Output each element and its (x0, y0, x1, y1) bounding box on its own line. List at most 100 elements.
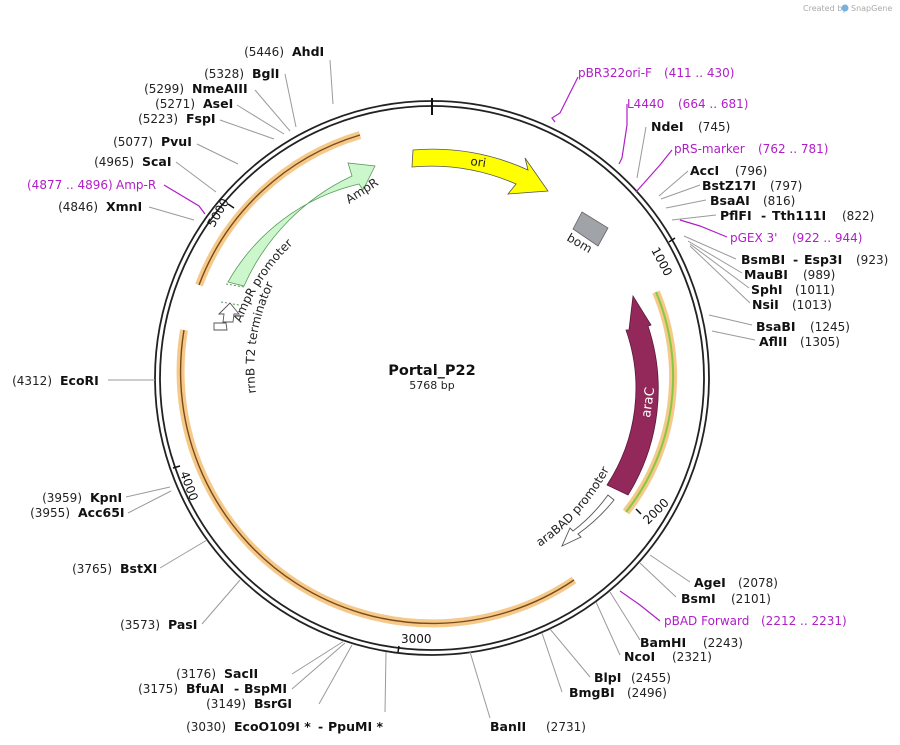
enzyme-name[interactable]: BsrGI (254, 696, 292, 711)
enzyme-name[interactable]: AhdI (292, 44, 324, 59)
credit-brand: SnapGene (851, 4, 892, 13)
enzyme-name[interactable]: NsiI (752, 297, 779, 312)
pleader-pRS-marker (635, 149, 673, 193)
primer-name[interactable]: pBR322ori-F (578, 66, 652, 80)
primer-name[interactable]: pRS-marker (674, 142, 745, 156)
primer-name[interactable]: pBAD Forward (664, 614, 749, 628)
enzyme-name[interactable]: BsaBI (756, 319, 796, 334)
enzyme-name[interactable]: FspI (186, 111, 216, 126)
ori-feature[interactable]: ori (411, 148, 549, 195)
enzyme-name-alt[interactable]: BspMI (244, 681, 287, 696)
enzyme-name[interactable]: EcoO109I * (234, 719, 311, 734)
tick-1000 (668, 237, 676, 243)
enzyme-name[interactable]: BsmBI (741, 252, 785, 267)
enzyme-name[interactable]: EcoRI (60, 373, 99, 388)
ampR-feature[interactable]: AmpR (220, 162, 381, 306)
pleader-L4440 (618, 104, 628, 165)
pleader-pGEX3 (679, 219, 728, 238)
enzyme-name[interactable]: AgeI (694, 575, 726, 590)
enzyme-pos: (822) (842, 209, 874, 223)
enzyme-name[interactable]: AccI (690, 163, 719, 178)
araC-orf-line (625, 291, 675, 513)
enzyme-name[interactable]: AflII (759, 334, 787, 349)
enzyme-name[interactable]: BlpI (594, 670, 621, 685)
leader-BfuAI (291, 642, 346, 690)
enzyme-pos: (1013) (792, 298, 832, 312)
araC-arrow[interactable] (606, 294, 659, 496)
snapgene-logo-icon (841, 4, 849, 12)
leader-AgeI (649, 554, 691, 583)
tick-5000 (227, 203, 235, 209)
primer-range: (411 .. 430) (664, 66, 734, 80)
enzyme-name-alt[interactable]: Esp3I (804, 252, 842, 267)
enzyme-name[interactable]: BamHI (640, 635, 686, 650)
enzyme-pos: (1305) (800, 335, 840, 349)
enzyme-name-alt[interactable]: PpuMI * (328, 719, 383, 734)
enzyme-name[interactable]: AseI (203, 96, 233, 111)
enzyme-pos: (797) (770, 179, 802, 193)
ampR-orf[interactable] (176, 131, 577, 628)
enzyme-pos: (5299) (144, 82, 184, 96)
araBAD-promoter-feature[interactable]: araBAD promoter (534, 464, 615, 549)
enzyme-name[interactable]: ScaI (142, 154, 172, 169)
primer-name[interactable]: Amp-R (116, 178, 156, 192)
enzyme-pos: (4312) (12, 374, 52, 388)
enzyme-sep: - (234, 681, 239, 696)
enzyme-name[interactable]: PvuI (161, 134, 192, 149)
enzyme-pos: (2455) (631, 671, 671, 685)
enzyme-name[interactable]: BsaAI (710, 193, 750, 208)
enzyme-name[interactable]: BstZ17I (702, 178, 756, 193)
primer-name[interactable]: pGEX 3' (730, 231, 777, 245)
araC-feature[interactable]: araC (606, 294, 659, 496)
pleader-pBR322ori-F (551, 76, 579, 123)
enzyme-name[interactable]: BsmI (681, 591, 716, 606)
leader-FspI (219, 119, 275, 140)
enzyme-name-alt[interactable]: Tth111I (772, 208, 826, 223)
enzyme-name[interactable]: BfuAI (186, 681, 224, 696)
enzyme-pos: (2243) (703, 636, 743, 650)
enzyme-name[interactable]: BstXI (120, 561, 157, 576)
enzyme-name[interactable]: BanII (490, 719, 526, 734)
leader-SacII (291, 640, 345, 675)
enzyme-name[interactable]: Acc65I (78, 505, 125, 520)
primer-name[interactable]: L4440 (627, 97, 664, 111)
bom-feature[interactable]: bom (565, 211, 609, 256)
enzyme-name[interactable]: SacII (224, 666, 258, 681)
enzyme-pos: (5446) (244, 45, 284, 59)
enzyme-pos: (2078) (738, 576, 778, 590)
enzyme-pos: (5223) (138, 112, 178, 126)
enzyme-pos: (3955) (30, 506, 70, 520)
ampR-orf-line-top (198, 134, 361, 286)
enzyme-name[interactable]: BmgBI (569, 685, 615, 700)
enzyme-pos: (4965) (94, 155, 134, 169)
ampR-arrow[interactable] (227, 162, 376, 287)
leader-XmnI (148, 206, 195, 221)
enzyme-name[interactable]: XmnI (106, 199, 142, 214)
enzyme-pos: (2731) (546, 720, 586, 734)
enzyme-pos: (2321) (672, 650, 712, 664)
ori-arrow[interactable] (411, 148, 549, 195)
enzyme-name[interactable]: NcoI (624, 649, 655, 664)
leader-KpnI (125, 486, 171, 498)
enzyme-name[interactable]: PasI (168, 617, 197, 632)
leader-NmeAIII (254, 89, 291, 132)
ampR-promoter-arrow[interactable] (217, 302, 240, 323)
rrnb-terminator-box[interactable] (213, 322, 228, 331)
araC-orf[interactable] (622, 290, 678, 515)
leader-PasI (201, 579, 241, 625)
enzyme-name[interactable]: KpnI (90, 490, 122, 505)
enzyme-name[interactable]: NdeI (651, 119, 684, 134)
primer-range: (762 .. 781) (758, 142, 828, 156)
primer-range: (2212 .. 2231) (761, 614, 847, 628)
bom-box[interactable] (572, 211, 609, 247)
enzyme-name[interactable]: NmeAIII (192, 81, 248, 96)
araBAD-promoter-arrow[interactable] (561, 494, 615, 547)
enzyme-name[interactable]: MauBI (744, 267, 788, 282)
enzyme-name[interactable]: BglI (252, 66, 279, 81)
tick-4000 (172, 465, 181, 469)
enzyme-name[interactable]: PflFI (720, 208, 752, 223)
enzyme-name[interactable]: SphI (751, 282, 783, 297)
tick-label-2000: 2000 (640, 496, 671, 527)
tick-marks (172, 98, 676, 653)
